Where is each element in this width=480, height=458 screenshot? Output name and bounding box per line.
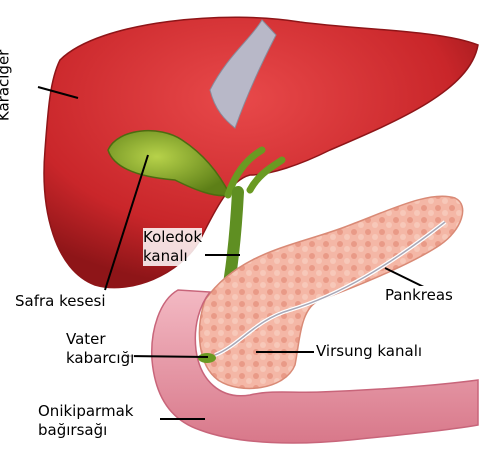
leader-vater	[125, 356, 208, 357]
label-wirsung: Virsung kanalı	[316, 342, 422, 361]
label-liver: Karaciğer	[0, 50, 13, 121]
label-gallbladder: Safra kesesi	[15, 292, 106, 311]
label-bile-duct: Koledok kanalı	[143, 228, 202, 266]
vater-ampulla	[198, 353, 216, 363]
label-vater: Vater kabarcığı	[66, 330, 134, 368]
label-duodenum: Onikiparmak bağırsağı	[38, 402, 133, 440]
duodenum-shape	[152, 290, 478, 443]
label-pancreas: Pankreas	[385, 286, 453, 305]
